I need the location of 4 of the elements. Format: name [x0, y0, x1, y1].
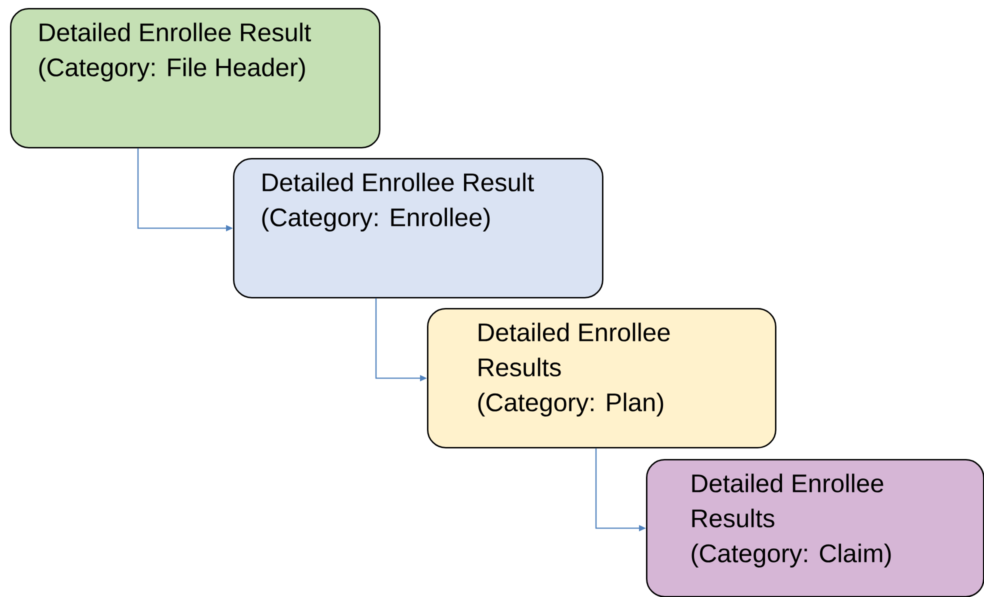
process-box: Detailed Enrollee Result (Category: Enrollee): [233, 158, 604, 298]
process-box: Detailed Enrollee Results (Category: Claim): [646, 459, 984, 597]
process-box: Detailed Enrollee Result (Category: File Header): [10, 8, 380, 148]
process-box: Detailed Enrollee Results (Category: Plan): [427, 308, 776, 448]
